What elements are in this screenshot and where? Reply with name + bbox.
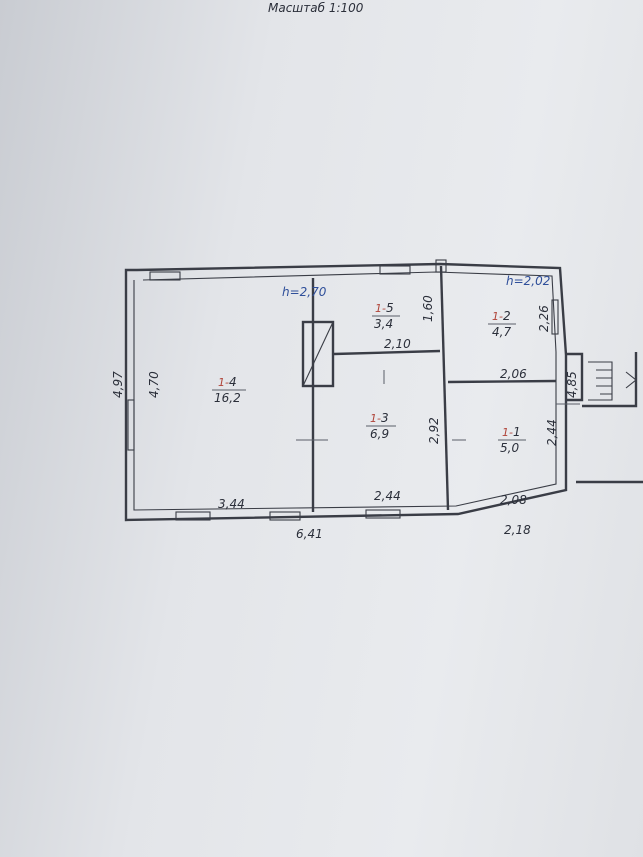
window-bottom-1 — [175, 511, 211, 521]
room-2-number: 2 — [503, 309, 511, 323]
room-3-label: 1-3 6,9 — [366, 411, 396, 441]
room-1-area: 5,0 — [500, 441, 519, 455]
wall-2-1 — [447, 379, 557, 384]
dim-room5-height: 1,60 — [421, 295, 435, 322]
window-bottom-3 — [365, 509, 401, 519]
room-3-prefix: 1- — [370, 412, 381, 425]
wall-5-3 — [333, 349, 441, 356]
wall-post — [435, 259, 447, 273]
dim-room1-width: 2,08 — [500, 493, 527, 507]
window-left — [127, 399, 135, 451]
outer-walls-inner — [133, 271, 557, 511]
room-5-number: 5 — [386, 301, 394, 315]
porch — [566, 352, 584, 402]
wall-3-2 — [439, 265, 450, 511]
room-4-prefix: 1- — [218, 376, 229, 389]
scale-label: Масштаб 1:100 — [268, 1, 364, 15]
window-top-1 — [149, 271, 181, 281]
dim-porch-height: 4,85 — [565, 371, 579, 398]
room-1-number: 1 — [513, 425, 521, 439]
svg-text:1-4: 1-4 — [218, 375, 237, 389]
room-1-label: 1-1 5,0 — [498, 425, 526, 455]
svg-text:1-3: 1-3 — [370, 411, 389, 425]
dim-room5-width: 2,10 — [384, 337, 411, 351]
stove-diagonal — [302, 321, 334, 387]
arrow — [625, 371, 637, 389]
room-5-area: 3,4 — [374, 317, 393, 331]
dim-total-width: 6,41 — [296, 527, 323, 541]
room-4-number: 4 — [229, 375, 237, 389]
dim-room4-width: 3,44 — [218, 497, 245, 511]
height-annex: h=2,02 — [506, 274, 550, 288]
dim-annex-width: 2,18 — [504, 523, 531, 537]
window-top-2 — [379, 265, 411, 275]
dim-room1-height: 2,44 — [545, 419, 559, 446]
svg-text:1-2: 1-2 — [492, 309, 511, 323]
room-4-area: 16,2 — [214, 391, 241, 405]
room-5-label: 1-5 3,4 — [372, 301, 400, 331]
room-1-prefix: 1- — [502, 426, 513, 439]
window-right — [551, 299, 559, 335]
dim-room3-height: 2,92 — [427, 417, 441, 444]
stairs — [588, 361, 613, 401]
stove — [301, 320, 335, 388]
room-3-number: 3 — [381, 411, 389, 425]
svg-text:1-1: 1-1 — [502, 425, 521, 439]
dim-room4-height: 4,70 — [147, 371, 161, 398]
room-3-area: 6,9 — [370, 427, 389, 441]
room-4-label: 1-4 16,2 — [212, 375, 246, 405]
height-main: h=2,70 — [282, 285, 327, 299]
dim-outer-height: 4,97 — [111, 371, 125, 398]
svg-text:1-5: 1-5 — [375, 301, 394, 315]
window-bottom-2 — [269, 511, 301, 521]
porch-outline — [576, 352, 643, 484]
room-5-prefix: 1- — [375, 302, 386, 315]
dim-room3-width: 2,44 — [374, 489, 401, 503]
dim-room2-height: 2,26 — [537, 305, 551, 332]
outer-walls — [124, 262, 568, 522]
room-2-label: 1-2 4,7 — [488, 309, 516, 339]
dim-room2-width: 2,06 — [500, 367, 527, 381]
room-2-prefix: 1- — [492, 310, 503, 323]
room-2-area: 4,7 — [492, 325, 511, 339]
